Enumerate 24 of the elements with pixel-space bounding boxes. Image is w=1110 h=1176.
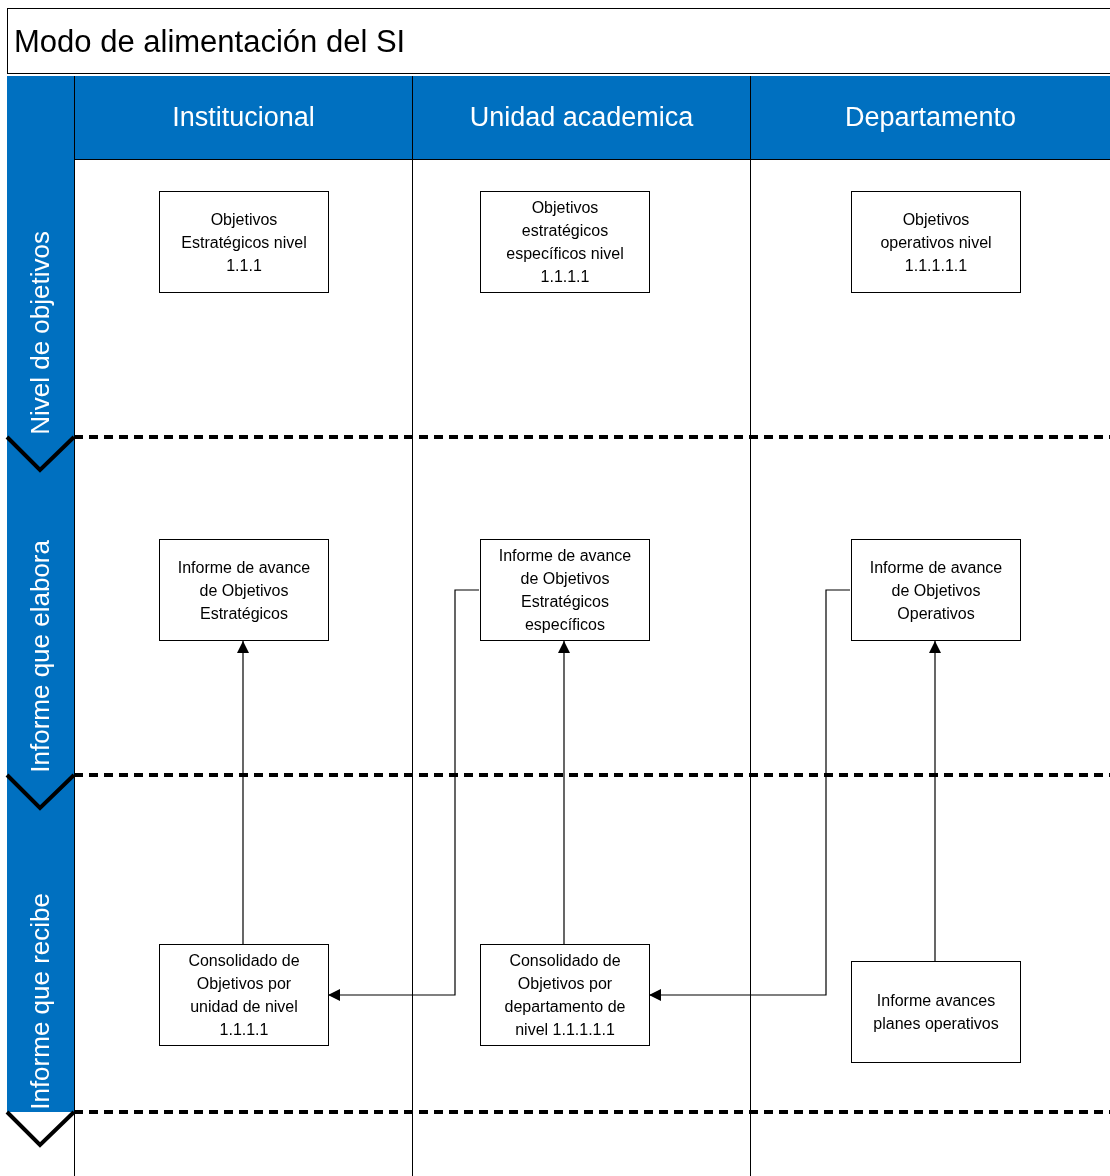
- arrow: [648, 589, 851, 1001]
- arrow: [237, 640, 249, 945]
- process-box: Consolidado de Objetivos por departamento de nivel 1.1.1.1.1: [480, 944, 650, 1046]
- row-header: Informe que elabora: [7, 437, 74, 775]
- row-header: Nivel de objetivos: [7, 76, 74, 437]
- arrow: [327, 589, 480, 1001]
- arrow: [558, 640, 570, 945]
- process-box: Informe de avance de Objetivos Estratégicos específicos: [480, 539, 650, 641]
- arrow: [929, 640, 941, 962]
- swimlane: [412, 76, 750, 1176]
- swimlane: [750, 76, 1110, 1176]
- swimlane: [74, 76, 412, 1176]
- lane-header: Institucional: [75, 76, 412, 160]
- process-box: Informe de avance de Objetivos Estratégicos: [159, 539, 329, 641]
- process-box: Objetivos Estratégicos nivel 1.1.1: [159, 191, 329, 293]
- process-box: Objetivos operativos nivel 1.1.1.1.1: [851, 191, 1021, 293]
- diagram-title: Modo de alimentación del SI: [7, 8, 1110, 74]
- process-box: Objetivos estratégicos específicos nivel 1.1.1.1: [480, 191, 650, 293]
- row-header: Informe que recibe: [7, 775, 74, 1112]
- process-box: Informe avances planes operativos: [851, 961, 1021, 1063]
- process-box: Informe de avance de Objetivos Operativos: [851, 539, 1021, 641]
- process-box: Consolidado de Objetivos por unidad de nivel 1.1.1.1: [159, 944, 329, 1046]
- lane-header: Departamento: [751, 76, 1110, 160]
- lane-header: Unidad academica: [413, 76, 750, 160]
